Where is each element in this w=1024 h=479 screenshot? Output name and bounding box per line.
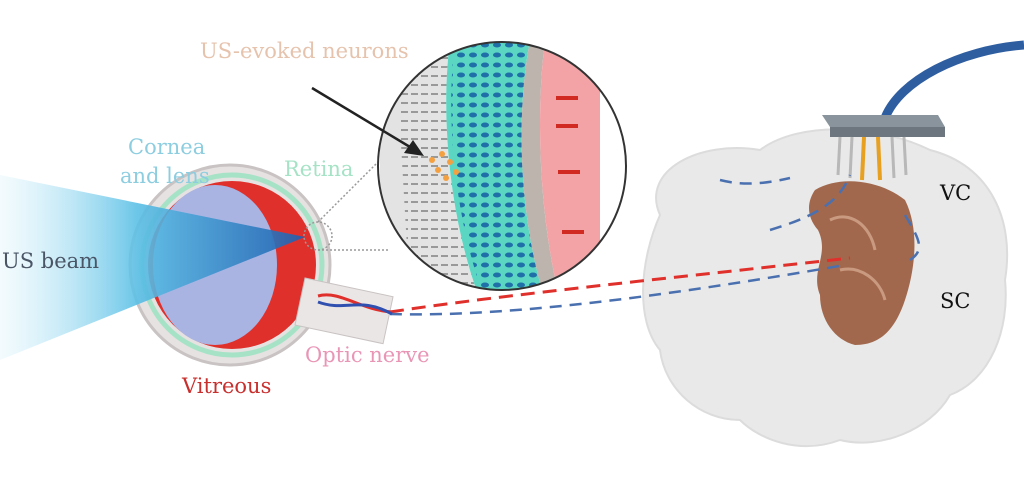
label-vitreous: Vitreous [181,374,271,398]
blue-pathway [389,174,921,316]
label-us-evoked-neurons: US-evoked neurons [200,39,409,63]
label-and-lens: and lens [120,164,210,188]
label-retina: Retina [284,157,353,181]
visual-cortex [809,181,915,345]
arrow-icon [311,86,424,156]
recording-electrode [822,40,1024,181]
cable [880,40,1024,120]
label-cornea: Cornea [128,135,205,159]
us-beam [0,175,305,360]
brain [642,128,1009,448]
retina-inset [377,41,627,291]
label-vc: VC [939,181,971,205]
us-evoked-neurons [429,151,459,181]
red-pathway [389,256,851,314]
label-us-beam: US beam [2,249,99,273]
label-sc: SC [940,289,970,313]
label-optic-nerve: Optic nerve [305,343,430,367]
